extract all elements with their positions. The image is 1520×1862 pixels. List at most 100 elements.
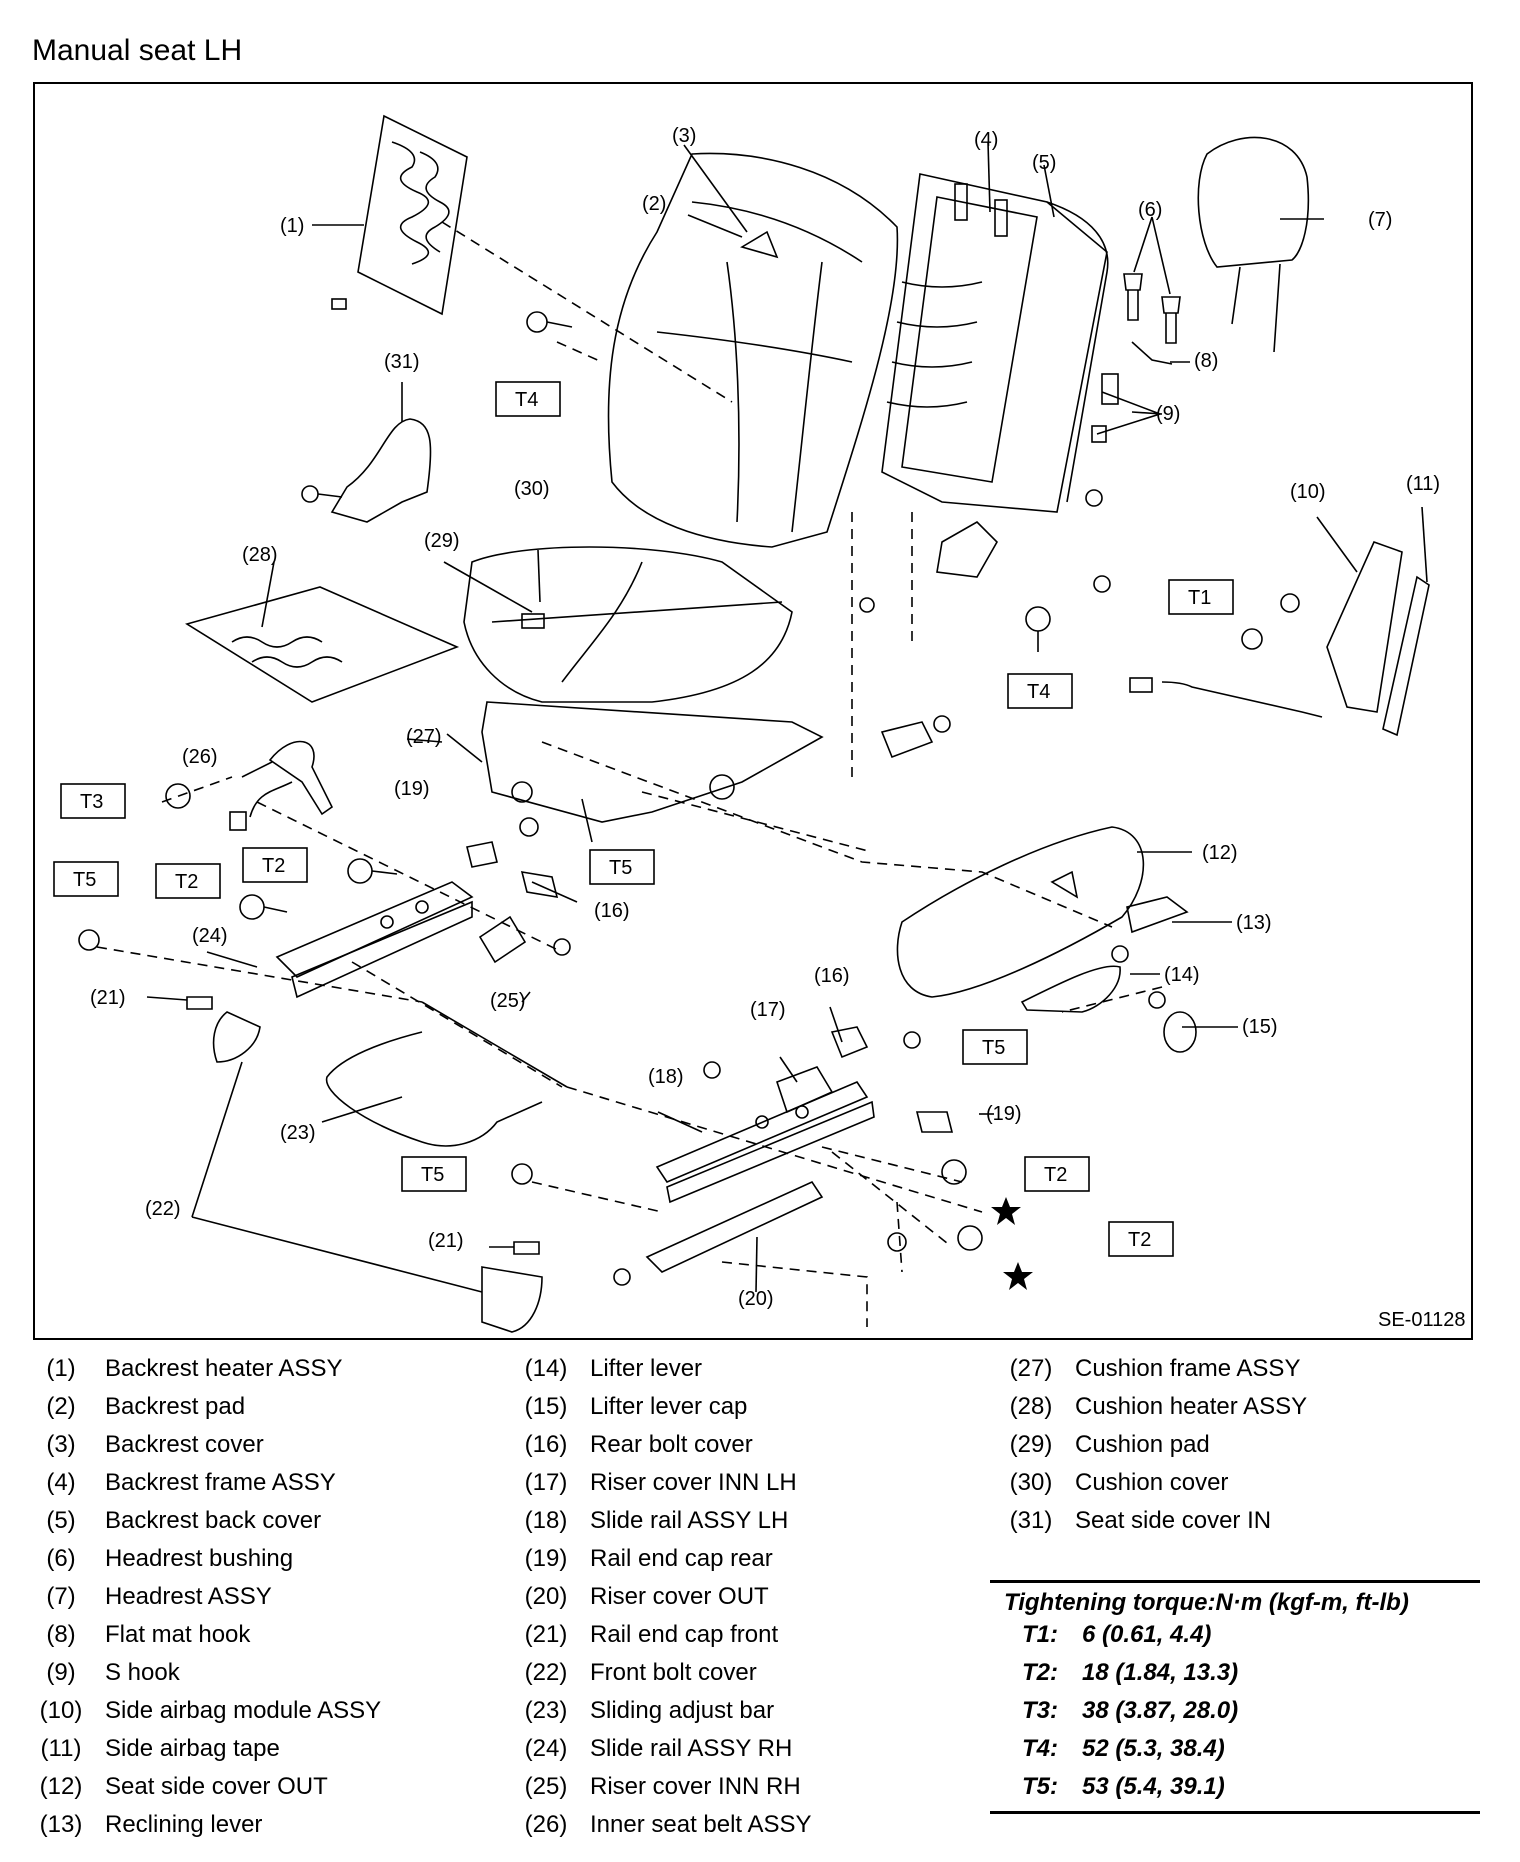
callout-label: (6) <box>1138 199 1162 221</box>
legend-number: (25) <box>524 1773 568 1800</box>
torque-tag: T5 <box>53 861 119 897</box>
callout-label: (21) <box>90 987 126 1009</box>
callout-label: (2) <box>642 193 666 215</box>
callout-label: (3) <box>672 125 696 147</box>
headrest-part <box>1197 136 1310 353</box>
callout-label: (10) <box>1290 481 1326 503</box>
callout-label: (1) <box>280 215 304 237</box>
legend-name: Rear bolt cover <box>590 1431 753 1458</box>
legend-name: Riser cover OUT <box>590 1583 769 1610</box>
torque-code: T4: <box>1022 1735 1058 1762</box>
callout-label: (22) <box>145 1198 181 1220</box>
seat-exploded-drawing: (1) (2) (3) (4) (5) (6) (7) (8) (9) (10)… <box>53 114 1465 1333</box>
torque-tag-label: T2 <box>175 871 198 893</box>
legend-name: Reclining lever <box>105 1811 263 1838</box>
callout-label: (27) <box>406 726 442 748</box>
legend-number: (11) <box>40 1735 82 1762</box>
legend-number: (23) <box>524 1697 568 1724</box>
torque-row: T2:18 (1.84, 13.3) <box>990 1659 1480 1697</box>
inner-seat-belt-part <box>165 740 334 831</box>
torque-tag: T4 <box>1007 673 1073 709</box>
cushion-heater-part <box>185 586 460 703</box>
callout-label: (12) <box>1202 842 1238 864</box>
legend-name: Cushion frame ASSY <box>1075 1355 1301 1382</box>
torque-tag-label: T3 <box>80 791 103 813</box>
callout-label: (28) <box>242 544 278 566</box>
legend-name: Cushion pad <box>1075 1431 1210 1458</box>
legend-number: (24) <box>524 1735 568 1762</box>
figure-id: SE-01128 <box>1378 1309 1465 1331</box>
legend-number: (10) <box>39 1697 83 1724</box>
legend-name: Seat side cover OUT <box>105 1773 328 1800</box>
legend-name: Headrest bushing <box>105 1545 294 1572</box>
torque-tag: T5 <box>401 1156 467 1192</box>
legend-name: Riser cover INN RH <box>590 1773 801 1800</box>
leader-lines <box>146 141 1428 1293</box>
torque-value: 6 (0.61, 4.4) <box>1082 1621 1212 1648</box>
callout-label: (7) <box>1368 209 1392 231</box>
torque-tag: T3 <box>60 783 126 819</box>
torque-tag-label: T4 <box>1027 681 1050 703</box>
torque-tag-label: T4 <box>515 389 538 411</box>
torque-tag: T2 <box>155 863 221 899</box>
legend-number: (20) <box>524 1583 568 1610</box>
legend-name: Side airbag tape <box>105 1735 280 1762</box>
torque-tag-label: T2 <box>1044 1164 1067 1186</box>
callout-label: (17) <box>750 999 786 1021</box>
callout-label: (24) <box>192 925 228 947</box>
callout-label: (26) <box>182 746 218 768</box>
legend-number: (4) <box>46 1469 76 1496</box>
callout-label: (18) <box>648 1066 684 1088</box>
callout-label: (19) <box>986 1103 1022 1125</box>
legend-name: Lifter lever cap <box>590 1393 748 1420</box>
legend-number: (12) <box>39 1773 83 1800</box>
legend-name: Rail end cap rear <box>590 1545 773 1572</box>
legend-name: Front bolt cover <box>590 1659 757 1686</box>
torque-code: T2: <box>1022 1659 1058 1686</box>
callout-label: (31) <box>384 351 420 373</box>
torque-code: T3: <box>1022 1697 1058 1724</box>
torque-tag-label: T5 <box>73 869 96 891</box>
torque-tag-label: T1 <box>1188 587 1211 609</box>
legend-name: Flat mat hook <box>105 1621 251 1648</box>
legend-number: (7) <box>46 1583 76 1610</box>
legend-name: Headrest ASSY <box>105 1583 272 1610</box>
assembly-lines <box>96 221 1163 1327</box>
legend-name: Side airbag module ASSY <box>105 1697 382 1724</box>
legend-number: (16) <box>524 1431 568 1458</box>
legend-name: S hook <box>105 1659 180 1686</box>
torque-row: T5: 53 (5.4, 39.1) <box>990 1773 1480 1811</box>
torque-code: T5: <box>1022 1773 1058 1800</box>
torque-tag-label: T2 <box>262 855 285 877</box>
legend-name: Rail end cap front <box>590 1621 779 1648</box>
riser-cover-out-part <box>645 1180 824 1273</box>
legend-name: Sliding adjust bar <box>590 1697 775 1724</box>
sliding-adjust-bar-part <box>325 1001 568 1147</box>
legend-number: (1) <box>46 1355 76 1382</box>
legend-name: Slide rail ASSY RH <box>590 1735 793 1762</box>
legend-number: (6) <box>46 1545 76 1572</box>
torque-tag-label: T5 <box>609 857 632 879</box>
small-covers-part <box>186 721 954 1255</box>
legend-number: (29) <box>1009 1431 1053 1458</box>
torque-code: T1: <box>1022 1621 1058 1648</box>
torque-tag: T2 <box>1024 1156 1090 1192</box>
exploded-view-diagram: (1) (2) (3) (4) (5) (6) (7) (8) (9) (10)… <box>33 82 1473 1340</box>
headrest-bushing-part <box>1123 273 1181 344</box>
legend-number: (2) <box>46 1393 76 1420</box>
seat-side-cover-in-part <box>330 418 432 523</box>
torque-row: T3:38 (3.87, 28.0) <box>990 1697 1480 1735</box>
legend-number: (8) <box>46 1621 76 1648</box>
legend-number: (15) <box>524 1393 568 1420</box>
legend-name: Seat side cover IN <box>1075 1507 1272 1534</box>
callout-label: (15) <box>1242 1016 1278 1038</box>
slide-rail-lh-part <box>655 1081 875 1204</box>
bolts <box>78 311 1166 1286</box>
torque-tag-label: T2 <box>1128 1229 1151 1251</box>
callout-label: (4) <box>974 129 998 151</box>
cushion-frame-part <box>481 701 824 823</box>
legend-name: Slide rail ASSY LH <box>590 1507 789 1534</box>
torque-value: 53 (5.4, 39.1) <box>1082 1773 1225 1800</box>
legend-number: (22) <box>524 1659 568 1686</box>
callout-label: (23) <box>280 1122 316 1144</box>
